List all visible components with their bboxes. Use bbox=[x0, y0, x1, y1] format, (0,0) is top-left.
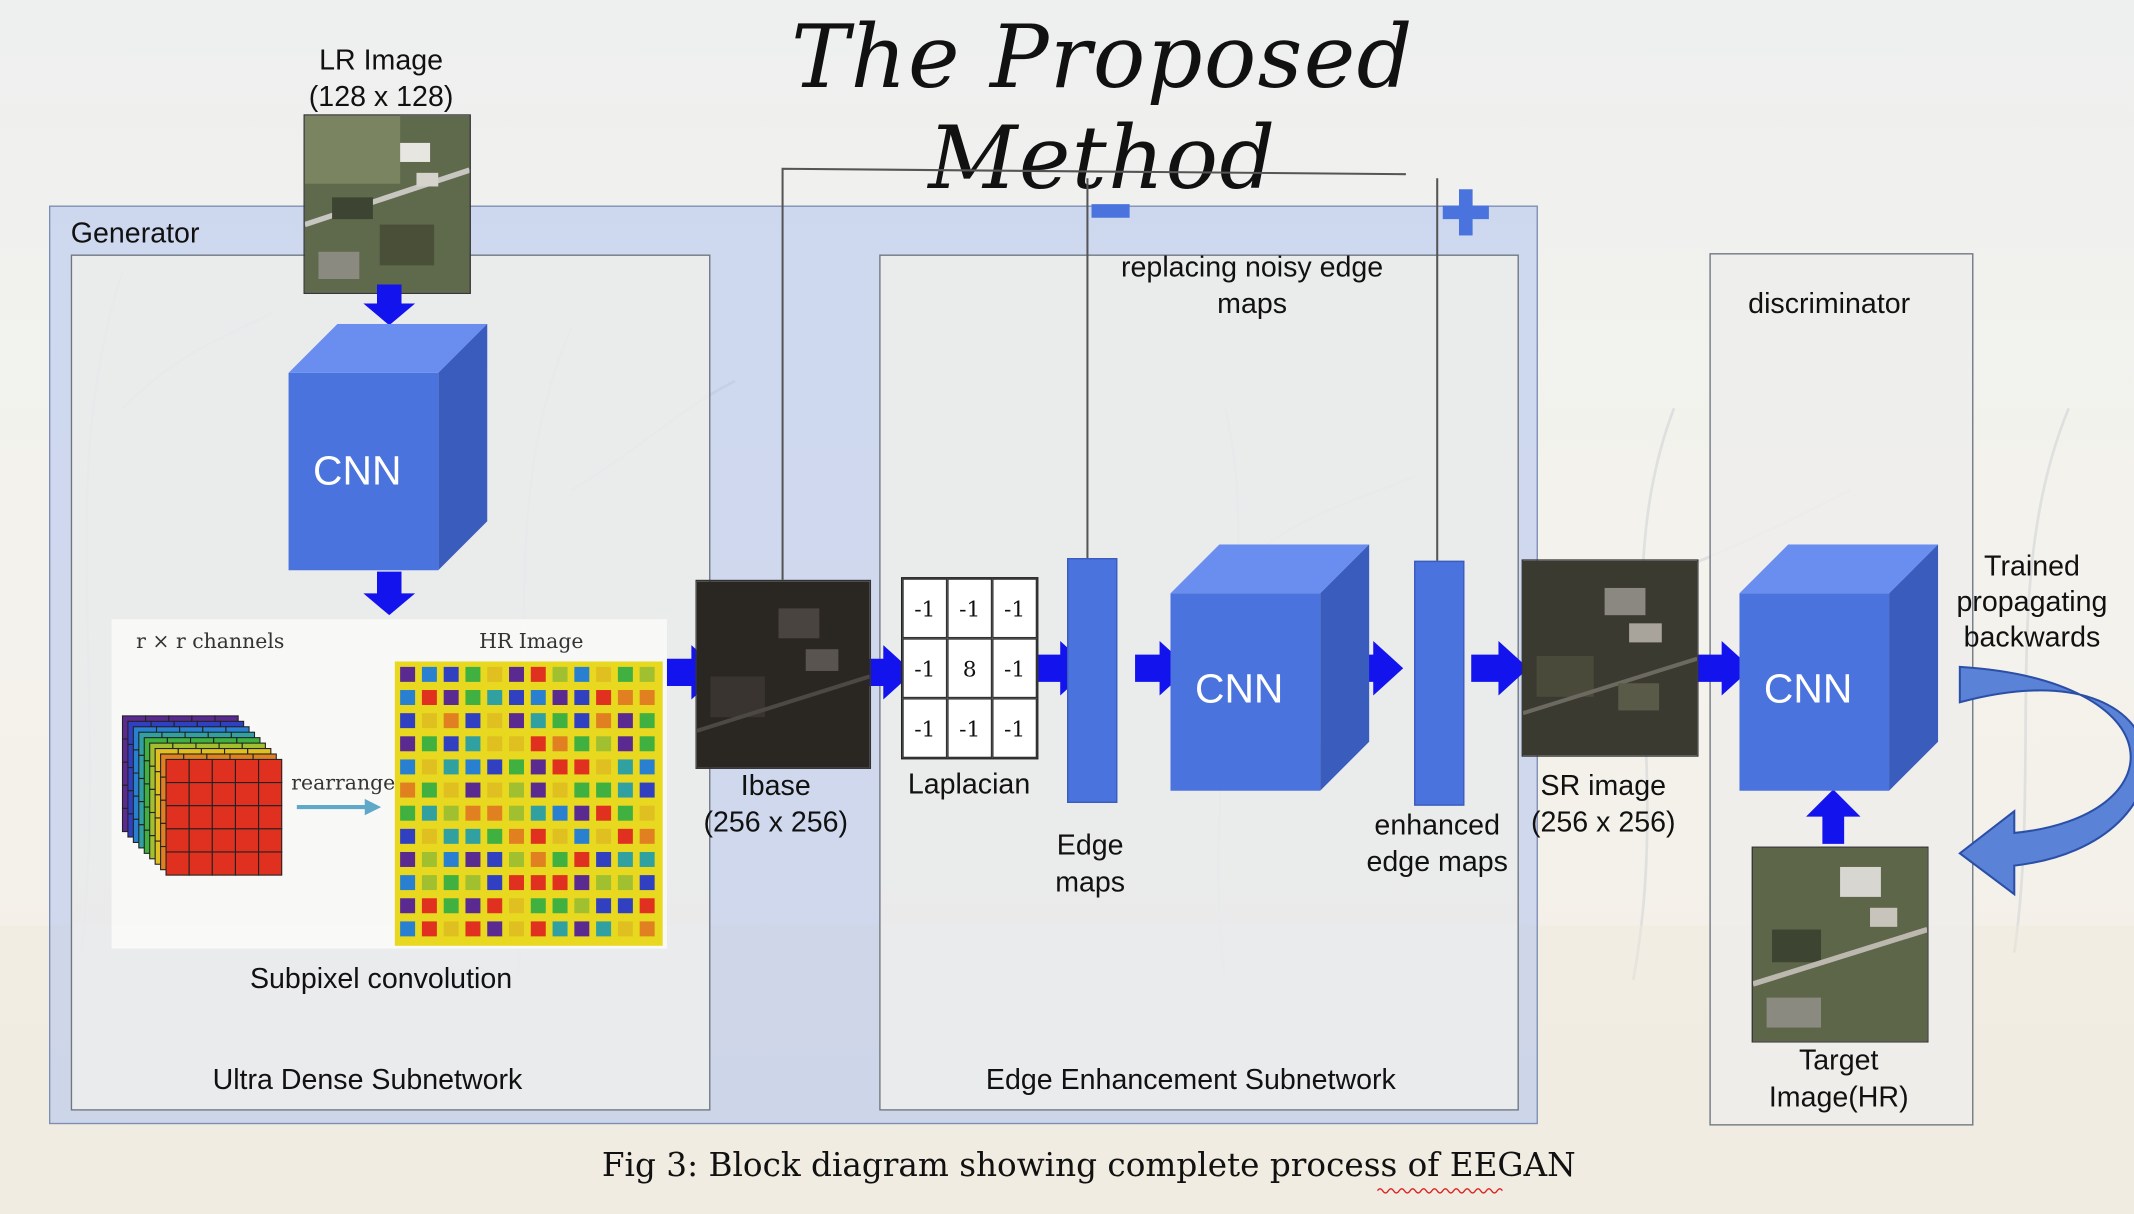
laplacian-cell: -1 bbox=[947, 578, 993, 639]
cnn-block-generator bbox=[288, 323, 488, 571]
cnn-block-edge bbox=[1170, 544, 1370, 791]
minus-sign bbox=[1091, 204, 1130, 218]
generator-label: Generator bbox=[70, 217, 200, 250]
cnn-label-edge: CNN bbox=[1194, 666, 1284, 712]
target-image bbox=[1751, 846, 1929, 1043]
enhanced-edge-maps-label: enhanced edge maps bbox=[1366, 809, 1508, 878]
lr-image bbox=[303, 114, 471, 294]
sr-image bbox=[1521, 559, 1699, 757]
channel-stack bbox=[121, 715, 283, 876]
sr-image-size: (256 x 256) bbox=[1530, 807, 1676, 839]
ibase-image bbox=[695, 579, 872, 769]
edge-maps-label: Edge maps bbox=[1055, 830, 1126, 899]
page-title: The Proposed Method bbox=[791, 8, 1414, 210]
enhanced-edge-maps-bar bbox=[1414, 560, 1465, 806]
hr-image-grid bbox=[394, 661, 663, 946]
laplacian-cell: -1 bbox=[902, 698, 948, 759]
ultra-dense-label: Ultra Dense Subnetwork bbox=[212, 1064, 523, 1096]
hr-image-label: HR Image bbox=[479, 628, 584, 654]
laplacian-label: Laplacian bbox=[907, 768, 1031, 801]
laplacian-cell: -1 bbox=[902, 578, 948, 639]
rearrange-label: rearrange bbox=[291, 770, 396, 795]
cnn-block-discriminator bbox=[1739, 544, 1939, 791]
spellcheck-underline bbox=[1377, 1188, 1503, 1194]
target-image-label: Target Image(HR) bbox=[1768, 1045, 1909, 1114]
subpixel-title: Subpixel convolution bbox=[249, 963, 513, 995]
lr-image-size: (128 x 128) bbox=[308, 81, 454, 113]
discriminator-label: discriminator bbox=[1748, 288, 1911, 320]
laplacian-cell: -1 bbox=[992, 638, 1038, 699]
channels-label: r × r channels bbox=[136, 628, 285, 654]
figure-caption: Fig 3: Block diagram showing complete pr… bbox=[601, 1145, 1576, 1185]
edge-enhancement-label: Edge Enhancement Subnetwork bbox=[985, 1064, 1396, 1096]
lr-image-label: LR Image bbox=[319, 44, 444, 77]
laplacian-cell: -1 bbox=[947, 698, 993, 759]
laplacian-cell: -1 bbox=[902, 638, 948, 699]
edge-maps-bar bbox=[1067, 558, 1118, 803]
replacing-noisy-label: replacing noisy edge maps bbox=[1121, 251, 1384, 320]
feedback-label: Trained propagating backwards bbox=[1956, 551, 2108, 654]
laplacian-cell: 8 bbox=[947, 638, 993, 699]
cnn-label-generator: CNN bbox=[313, 449, 402, 495]
laplacian-cell: -1 bbox=[992, 578, 1038, 639]
laplacian-cell: -1 bbox=[992, 698, 1038, 759]
ibase-size: (256 x 256) bbox=[703, 807, 849, 839]
cnn-label-discriminator: CNN bbox=[1763, 666, 1853, 712]
sr-image-label: SR image bbox=[1540, 770, 1666, 802]
plus-sign bbox=[1442, 189, 1489, 236]
ibase-label: Ibase bbox=[740, 770, 811, 802]
rearrange-arrow-icon bbox=[296, 798, 382, 816]
